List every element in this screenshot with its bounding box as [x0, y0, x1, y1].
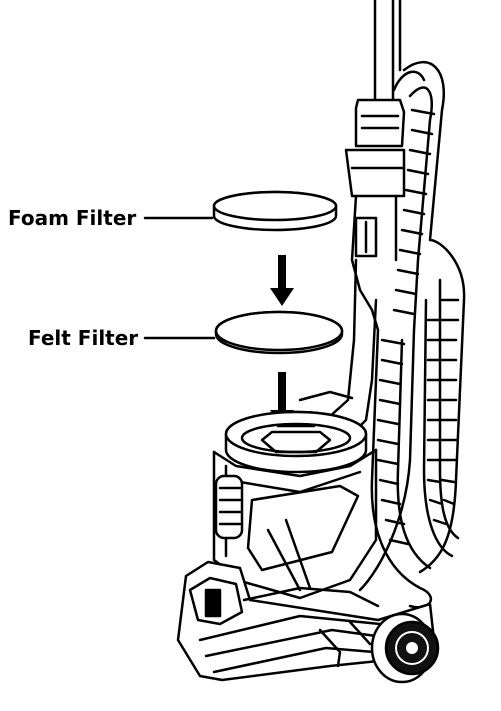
- felt-filter-disc: [214, 310, 344, 355]
- felt-filter-label: Felt Filter: [28, 326, 139, 350]
- dust-cup: [212, 410, 378, 600]
- foam-filter-label: Foam Filter: [8, 206, 137, 230]
- foam-filter-disc: [212, 190, 338, 232]
- floor-nozzle: [176, 560, 436, 682]
- arrow-down-icon: [270, 255, 294, 306]
- wheel: [370, 612, 440, 684]
